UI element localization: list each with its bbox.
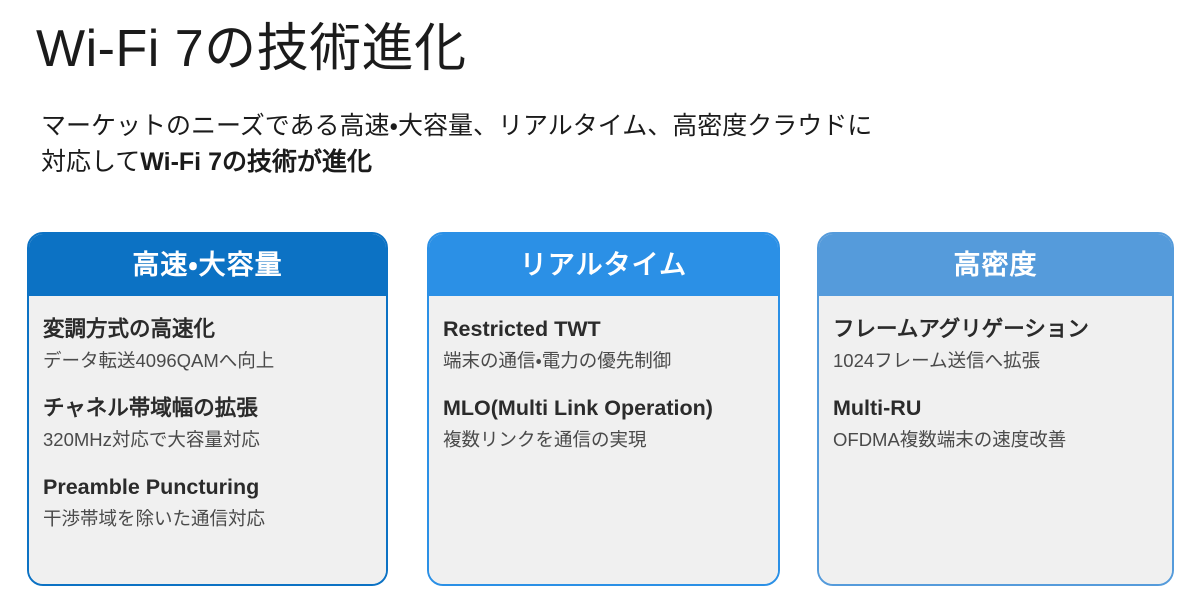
card-body-realtime: Restricted TWT 端末の通信・電力の優先制御 MLO(Multi L… xyxy=(429,296,778,584)
entry-description: 干渉帯域を除いた通信対応 xyxy=(43,507,266,529)
entry-title: 変調方式の高速化 xyxy=(43,317,216,341)
entry-title: Preamble Puncturing xyxy=(43,474,260,499)
list-item: 変調方式の高速化 データ転送4096QAMへ向上 xyxy=(43,316,372,373)
card-header-realtime: リアルタイム xyxy=(429,234,778,296)
slide-subtitle: マーケットのニーズである高速・大容量、リアルタイム、高密度クラウドに対応してWi… xyxy=(41,109,1171,180)
card-header-high-speed: 高速・大容量 xyxy=(29,234,386,296)
entry-description: 1024フレーム送信へ拡張 xyxy=(833,349,1041,371)
entry-title: MLO(Multi Link Operation) xyxy=(443,395,713,420)
list-item: チャネル帯域幅の拡張 320MHz対応で大容量対応 xyxy=(43,395,372,452)
subtitle-line-2-emphasis: Wi-Fi 7の技術が進化 xyxy=(140,147,372,176)
entry-title: Multi-RU xyxy=(833,395,922,420)
entry-description: OFDMA複数端末の速度改善 xyxy=(833,428,1067,450)
feature-card-high-density[interactable]: 高密度 フレームアグリゲーション 1024フレーム送信へ拡張 Multi-RU … xyxy=(817,232,1174,586)
list-item: Restricted TWT 端末の通信・電力の優先制御 xyxy=(443,316,764,373)
list-item: Preamble Puncturing 干渉帯域を除いた通信対応 xyxy=(43,474,372,531)
subtitle-line-1: マーケットのニーズである高速・大容量、リアルタイム、高密度クラウドに xyxy=(41,112,873,140)
feature-card-high-speed[interactable]: 高速・大容量 変調方式の高速化 データ転送4096QAMへ向上 チャネル帯域幅の… xyxy=(27,232,388,586)
list-item: Multi-RU OFDMA複数端末の速度改善 xyxy=(833,395,1158,452)
card-body-high-speed: 変調方式の高速化 データ転送4096QAMへ向上 チャネル帯域幅の拡張 320M… xyxy=(29,296,386,584)
list-item: MLO(Multi Link Operation) 複数リンクを通信の実現 xyxy=(443,395,764,452)
list-item: フレームアグリゲーション 1024フレーム送信へ拡張 xyxy=(833,316,1158,373)
card-body-high-density: フレームアグリゲーション 1024フレーム送信へ拡張 Multi-RU OFDM… xyxy=(819,296,1172,584)
entry-description: 端末の通信・電力の優先制御 xyxy=(443,349,672,371)
entry-title: チャネル帯域幅の拡張 xyxy=(43,395,258,420)
entry-description: 複数リンクを通信の実現 xyxy=(443,428,647,450)
feature-card-realtime[interactable]: リアルタイム Restricted TWT 端末の通信・電力の優先制御 MLO(… xyxy=(427,232,780,586)
entry-description: データ転送4096QAMへ向上 xyxy=(43,349,275,371)
entry-description: 320MHz対応で大容量対応 xyxy=(43,428,260,450)
page-title: Wi-Fi 7の技術進化 xyxy=(36,20,467,78)
subtitle-line-2-prefix: 対応して xyxy=(41,147,141,176)
entry-title: フレームアグリゲーション xyxy=(833,317,1089,341)
cards-row: 高速・大容量 変調方式の高速化 データ転送4096QAMへ向上 チャネル帯域幅の… xyxy=(0,232,1200,588)
card-header-high-density: 高密度 xyxy=(819,234,1172,296)
entry-title: Restricted TWT xyxy=(443,317,601,341)
